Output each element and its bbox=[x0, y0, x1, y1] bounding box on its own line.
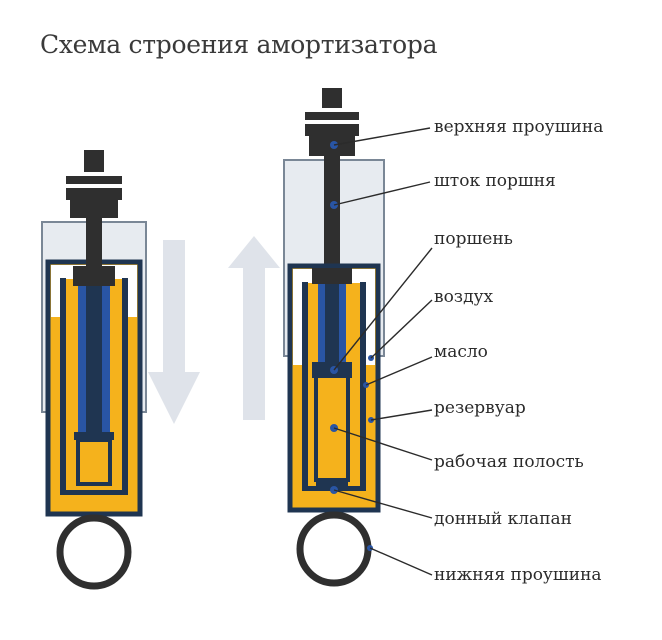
label-air: воздух bbox=[434, 287, 494, 307]
diagram-title: Схема строения амортизатора bbox=[40, 30, 438, 59]
right-lower-eye bbox=[296, 511, 372, 587]
label-reservoir: резервуар bbox=[434, 398, 526, 418]
left-shock-absorber bbox=[41, 150, 147, 590]
label-oil: масло bbox=[434, 342, 488, 362]
right-top-nut bbox=[322, 88, 342, 108]
left-top-nut bbox=[84, 150, 104, 172]
right-shock-absorber bbox=[283, 88, 385, 587]
label-upper-eye: верхняя проушина bbox=[434, 117, 603, 137]
label-piston-rod: шток поршня bbox=[434, 171, 556, 191]
left-lower-eye bbox=[56, 514, 132, 590]
left-piston bbox=[74, 432, 114, 440]
callout-labels: верхняя проушина шток поршня поршень воз… bbox=[434, 117, 603, 585]
label-bottom-valve: донный клапан bbox=[434, 509, 572, 529]
label-piston: поршень bbox=[434, 229, 513, 249]
compression-arrow bbox=[148, 240, 200, 424]
right-piston-rod bbox=[324, 156, 340, 276]
right-bottom-valve bbox=[316, 478, 348, 488]
leader-lines bbox=[333, 127, 433, 576]
rebound-arrow bbox=[228, 236, 280, 420]
label-lower-eye: нижняя проушина bbox=[434, 565, 602, 585]
label-working-chamber: рабочая полость bbox=[434, 452, 584, 472]
